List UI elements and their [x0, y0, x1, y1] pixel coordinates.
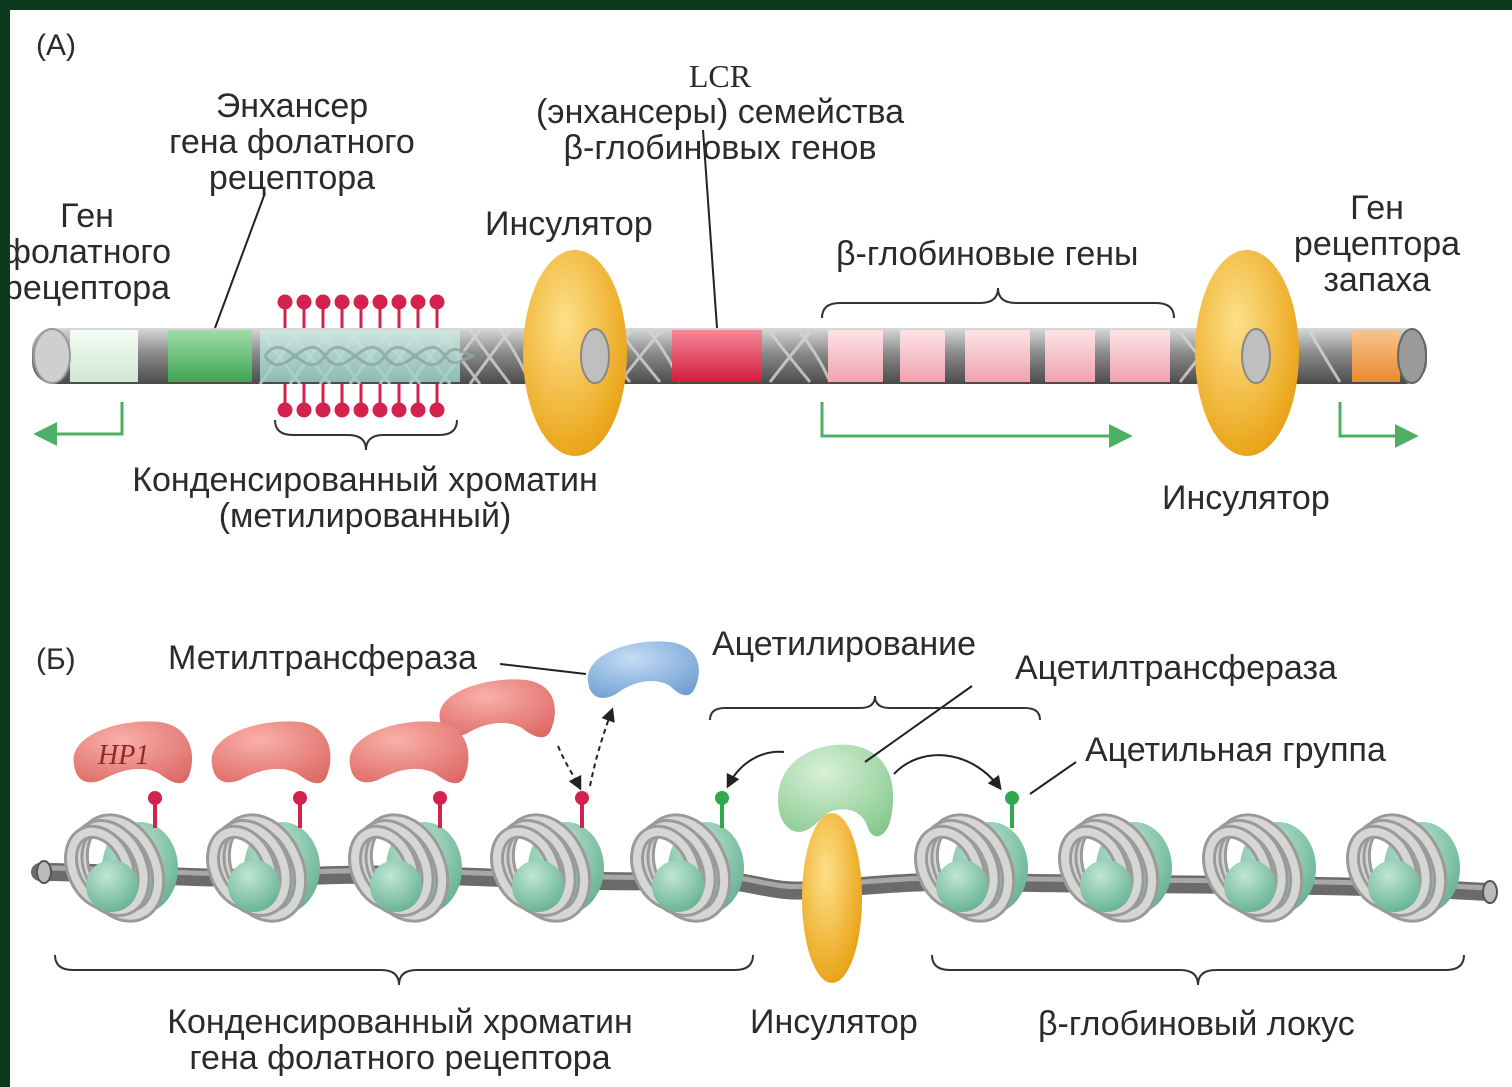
condensed-chromatin-segment [260, 330, 460, 382]
nucleosome [1054, 808, 1172, 928]
panel-b [37, 641, 1497, 985]
methyl-group [393, 296, 405, 308]
condensed-brace-a [275, 420, 457, 450]
lcr-segment [672, 330, 762, 382]
methyl-group [279, 404, 291, 416]
methyl-group [374, 404, 386, 416]
insulator-left [523, 250, 627, 456]
acetyltransferase-label: Ацетилтрансфераза [1015, 650, 1337, 686]
acetylation-label: Ацетилирование [712, 626, 976, 662]
nucleosome [344, 808, 462, 928]
figure-frame: (A) Ген фолатного рецептора Энхансер ген… [10, 10, 1512, 1087]
folate-enhancer-label: Энхансер гена фолатного рецептора [152, 88, 432, 196]
condensed-brace-b [55, 955, 753, 985]
insulator-top-label: Инсулятор [485, 206, 653, 242]
beta-globin-genes-label: β-глобиновые гены [836, 236, 1138, 272]
insulator-b-label: Инсулятор [750, 1004, 918, 1040]
methyl-group [298, 296, 310, 308]
nucleosome [1342, 808, 1460, 928]
acetylation-brace [710, 696, 1040, 720]
hp1-protein-4 [350, 721, 469, 783]
methyl-group [431, 404, 443, 416]
condensed-chromatin-b-label: Конденсированный хроматин гена фолатного… [140, 1004, 660, 1076]
beta-transcription-arrow [822, 402, 1128, 436]
fiber-left-end [34, 329, 70, 383]
nucleosomes [60, 808, 1460, 928]
beta-globin-locus-label: β-глобиновый локус [1038, 1006, 1355, 1042]
insulator-bottom-label: Инсулятор [1162, 480, 1330, 516]
nucleosome [486, 808, 604, 928]
methyl-group [412, 404, 424, 416]
methyl-group [336, 296, 348, 308]
hp1-label: HP1 [98, 738, 149, 774]
methyl-group [279, 296, 291, 308]
odor-receptor-gene [1352, 330, 1400, 382]
odor-transcription-arrow [1340, 402, 1414, 436]
folate-receptor-gene [70, 330, 138, 382]
fiber-right-end [1398, 329, 1426, 383]
nucleosome [626, 808, 744, 928]
methyl-group [317, 404, 329, 416]
methyl-group [336, 404, 348, 416]
folate-transcription-arrow [38, 402, 122, 434]
panel-b-label: (Б) [36, 642, 76, 678]
folate-enhancer-segment [168, 330, 252, 382]
acetyl-group-label: Ацетильная группа [1085, 732, 1386, 768]
methyl-group [412, 296, 424, 308]
methyl-group [374, 296, 386, 308]
lcr-label: LCR (энхансеры) семейства β-глобиновых г… [510, 58, 930, 166]
panel-a-label: (A) [36, 28, 76, 64]
beta-locus-brace [932, 955, 1464, 985]
odor-gene-label: Ген рецептора запаха [1282, 190, 1472, 298]
methyl-group [298, 404, 310, 416]
nucleosome [1198, 808, 1316, 928]
methyltransferase-label: Метилтрансфераза [168, 640, 477, 676]
methyl-group [355, 404, 367, 416]
nucleosome [60, 808, 178, 928]
beta-genes-brace [822, 288, 1174, 318]
condensed-chromatin-a-label: Конденсированный хроматин (метилированны… [105, 462, 625, 534]
methyltransferase-enzyme [588, 641, 699, 698]
methyl-group [355, 296, 367, 308]
insulator-b [802, 813, 862, 983]
folate-gene-label: Ген фолатного рецептора [10, 198, 172, 306]
nucleosome [202, 808, 320, 928]
methyl-group [431, 296, 443, 308]
insulator-left-hole [581, 329, 609, 383]
methyl-group [317, 296, 329, 308]
hp1-protein-3 [440, 679, 555, 737]
hp1-protein-2 [212, 721, 331, 783]
methyl-group [393, 404, 405, 416]
beta-globin-gene-segments [828, 330, 1170, 382]
insulator-right-hole [1242, 329, 1270, 383]
